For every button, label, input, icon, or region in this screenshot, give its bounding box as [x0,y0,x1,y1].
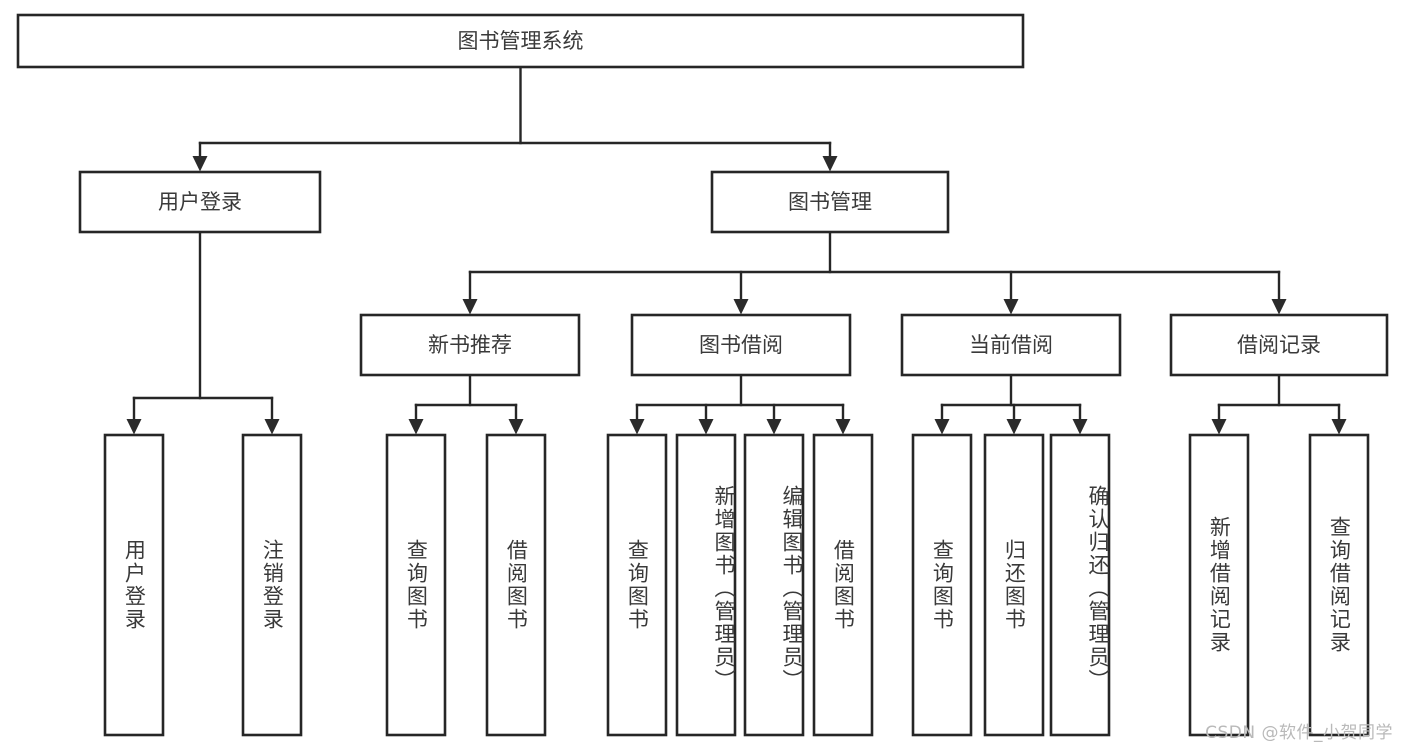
node-box-leaf-add-book[interactable] [675,433,737,737]
arrow-head-icon [835,419,851,435]
watermark-text: CSDN @软件_小贺同学 [1205,723,1393,743]
node-box-leaf-borrow-books-1[interactable] [485,433,547,737]
connector-layer [126,65,1347,435]
arrow-head-icon [462,299,478,315]
arrow-head-icon [733,299,749,315]
arrow-head-icon [508,419,524,435]
node-box-leaf-return-book[interactable] [983,433,1045,737]
node-box-layer [16,13,1389,737]
arrow-head-icon [629,419,645,435]
arrow-head-icon [822,156,838,172]
node-box-book-manage[interactable] [710,170,950,234]
arrow-head-icon [1211,419,1227,435]
node-label-current-borrow: 当前借阅 [969,333,1053,357]
node-box-leaf-borrow-books-2[interactable] [812,433,874,737]
node-box-leaf-user-login[interactable] [103,433,165,737]
arrow-head-icon [1331,419,1347,435]
arrow-head-icon [192,156,208,172]
arrow-head-icon [766,419,782,435]
node-label-book-manage: 图书管理 [788,190,872,214]
node-box-leaf-logout[interactable] [241,433,303,737]
arrow-head-icon [698,419,714,435]
node-box-borrow-record[interactable] [1169,313,1389,377]
arrow-head-icon [1072,419,1088,435]
arrow-head-icon [1003,299,1019,315]
node-box-user-login[interactable] [78,170,322,234]
arrow-head-icon [934,419,950,435]
arrow-head-icon [408,419,424,435]
node-label-new-book-rec: 新书推荐 [428,333,512,357]
node-box-leaf-query-books-3[interactable] [911,433,973,737]
node-box-book-borrow[interactable] [630,313,852,377]
node-box-leaf-edit-book[interactable] [743,433,805,737]
node-label-book-borrow: 图书借阅 [699,333,783,357]
node-box-leaf-query-books-2[interactable] [606,433,668,737]
arrow-head-icon [264,419,280,435]
node-box-leaf-query-books-1[interactable] [385,433,447,737]
node-box-new-book-rec[interactable] [359,313,581,377]
node-box-leaf-add-record[interactable] [1188,433,1250,737]
arrow-head-icon [126,419,142,435]
node-box-current-borrow[interactable] [900,313,1122,377]
node-label-root: 图书管理系统 [458,29,584,53]
arrow-head-icon [1271,299,1287,315]
node-box-leaf-query-record[interactable] [1308,433,1370,737]
node-label-user-login: 用户登录 [158,190,242,214]
node-label-borrow-record: 借阅记录 [1237,333,1321,357]
node-box-leaf-confirm-return[interactable] [1049,433,1111,737]
arrow-head-icon [1006,419,1022,435]
node-box-root[interactable] [16,13,1025,69]
